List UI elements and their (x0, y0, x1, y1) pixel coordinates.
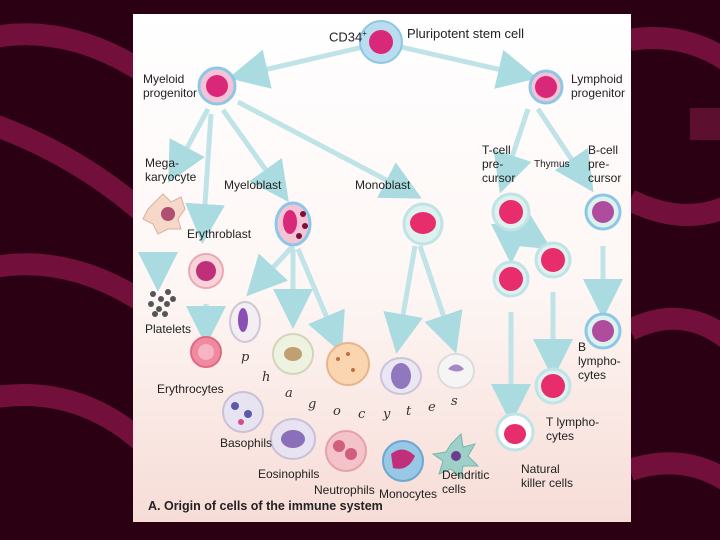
platelets-label: Platelets (145, 322, 192, 336)
neutrophils-label: Neutrophils (314, 483, 375, 497)
monocyte-precursor-cell (380, 357, 422, 395)
basophil-cell (222, 391, 264, 433)
phagocytes-letter: o (333, 404, 341, 419)
thymus-label: Thymus (534, 159, 570, 170)
megakaryocyte-label: Mega- karyocyte (145, 156, 197, 184)
lymphoid-progenitor-label: Lymphoid progenitor (571, 72, 626, 100)
natural-killer-label: Natural killer cells (521, 462, 574, 490)
bcell-precursor-label: B-cell pre- cursor (588, 143, 622, 185)
dendritic-precursor-cell (437, 353, 475, 389)
phagocytes-letter: y (383, 407, 391, 422)
t-lymphocyte-cell (534, 367, 572, 405)
granulocyte-cell-a (272, 333, 314, 375)
arrows (138, 44, 623, 424)
cd34-superscript: + (362, 29, 367, 38)
stem-cell-label: CD34+ (329, 27, 367, 44)
b-lymphocyte-cell (584, 312, 622, 350)
bcell-precursor-cell (584, 193, 622, 231)
platelets-cluster (148, 289, 176, 317)
phagocytes-letter: e (428, 400, 436, 415)
t-lymphocytes-label: T lympho- cytes (546, 415, 600, 443)
stem-cell (359, 20, 403, 64)
phagocytes-letter: s (451, 394, 458, 409)
erythrocytes-label: Erythrocytes (157, 382, 224, 396)
monocytes-label: Monocytes (379, 487, 438, 501)
myeloid-progenitor-label: Myeloid progenitor (143, 72, 198, 100)
tcell-thymus-cell (534, 241, 572, 279)
phagocytes-letter: t (406, 404, 412, 419)
monoblast-label: Monoblast (355, 178, 411, 192)
tcell-cell (492, 260, 530, 298)
megakaryocyte-cell (142, 193, 186, 235)
dendritic-cells-label: Dendritic cells (442, 468, 490, 496)
phagocytes-letter: h (262, 370, 271, 385)
erythroblast-label: Erythroblast (187, 227, 252, 241)
cd34-text: CD34 (329, 29, 363, 45)
lymphoid-progenitor-cell (528, 69, 564, 105)
tcell-precursor-label: T-cell pre- cursor (482, 143, 516, 185)
myeloid-progenitor-cell (197, 66, 237, 106)
b-lymphocytes-label: B lympho- cytes (578, 340, 621, 382)
monoblast-cell (402, 202, 444, 246)
hematopoiesis-diagram (138, 20, 623, 482)
myeloblast-label: Myeloblast (224, 178, 282, 192)
figure-caption: A. Origin of cells of the immune system (148, 499, 383, 513)
phagocytes-letter: p (241, 350, 250, 365)
phagocytes-letter: g (308, 397, 317, 412)
erythrocyte-cell (190, 336, 222, 368)
stem-cell-name: Pluripotent stem cell (407, 26, 525, 41)
nk-cell (495, 412, 535, 452)
promyelocyte-cell (229, 301, 261, 343)
granulocyte-cell-b (326, 342, 370, 386)
phagocytes-letter: a (285, 386, 293, 401)
phagocytes-letter: c (358, 407, 366, 422)
eosinophil-cell (270, 418, 316, 460)
erythroblast-cell (188, 253, 224, 289)
tcell-precursor-cell (491, 192, 531, 232)
dendritic-cell (431, 432, 480, 479)
neutrophil-cell (325, 430, 367, 472)
monocyte-cell (382, 440, 424, 482)
eosinophils-label: Eosinophils (258, 467, 320, 481)
myeloblast-cell (274, 201, 312, 247)
basophils-label: Basophils (220, 436, 273, 450)
